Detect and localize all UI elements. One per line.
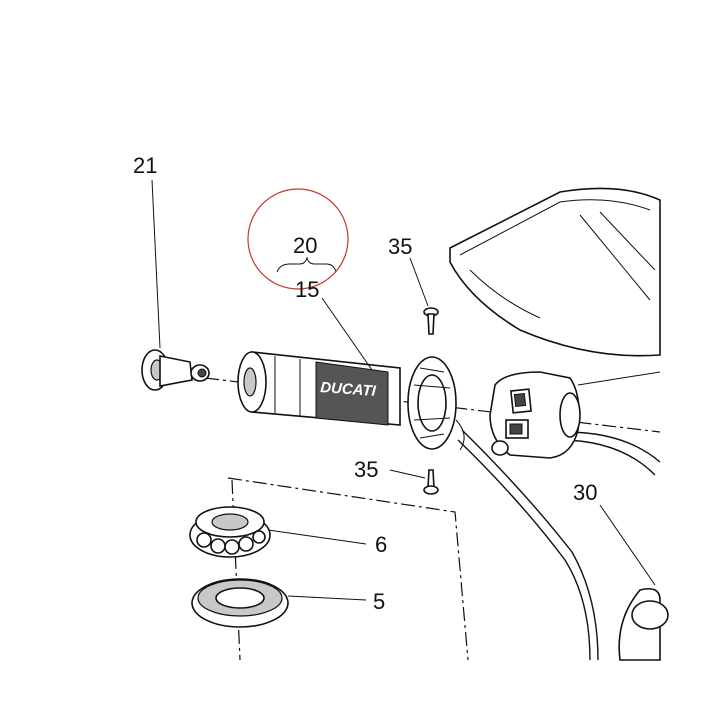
screw-bottom: [423, 469, 439, 495]
seal-ring: [191, 578, 289, 628]
bearing: [189, 506, 271, 558]
leader-lines: [151, 179, 656, 601]
throttle-grip: DUCATI: [237, 351, 401, 426]
steering-head-body: [618, 587, 669, 661]
bar-end-weight: [141, 349, 210, 391]
label-6: 6: [375, 532, 387, 557]
label-20: 20: [293, 233, 317, 258]
fairing-outline: [449, 187, 661, 357]
label-35-bottom: 35: [354, 457, 378, 482]
throttle-pulley: [407, 356, 465, 451]
label-35-top: 35: [388, 234, 412, 259]
label-21: 21: [133, 153, 157, 178]
label-30: 30: [573, 480, 597, 505]
switch-housing: [489, 371, 661, 459]
highlight-circle: [247, 188, 349, 290]
label-15: 15: [295, 277, 319, 302]
label-5: 5: [373, 589, 385, 614]
grip-brand-text: DUCATI: [320, 379, 377, 400]
screw-top: [423, 307, 439, 335]
